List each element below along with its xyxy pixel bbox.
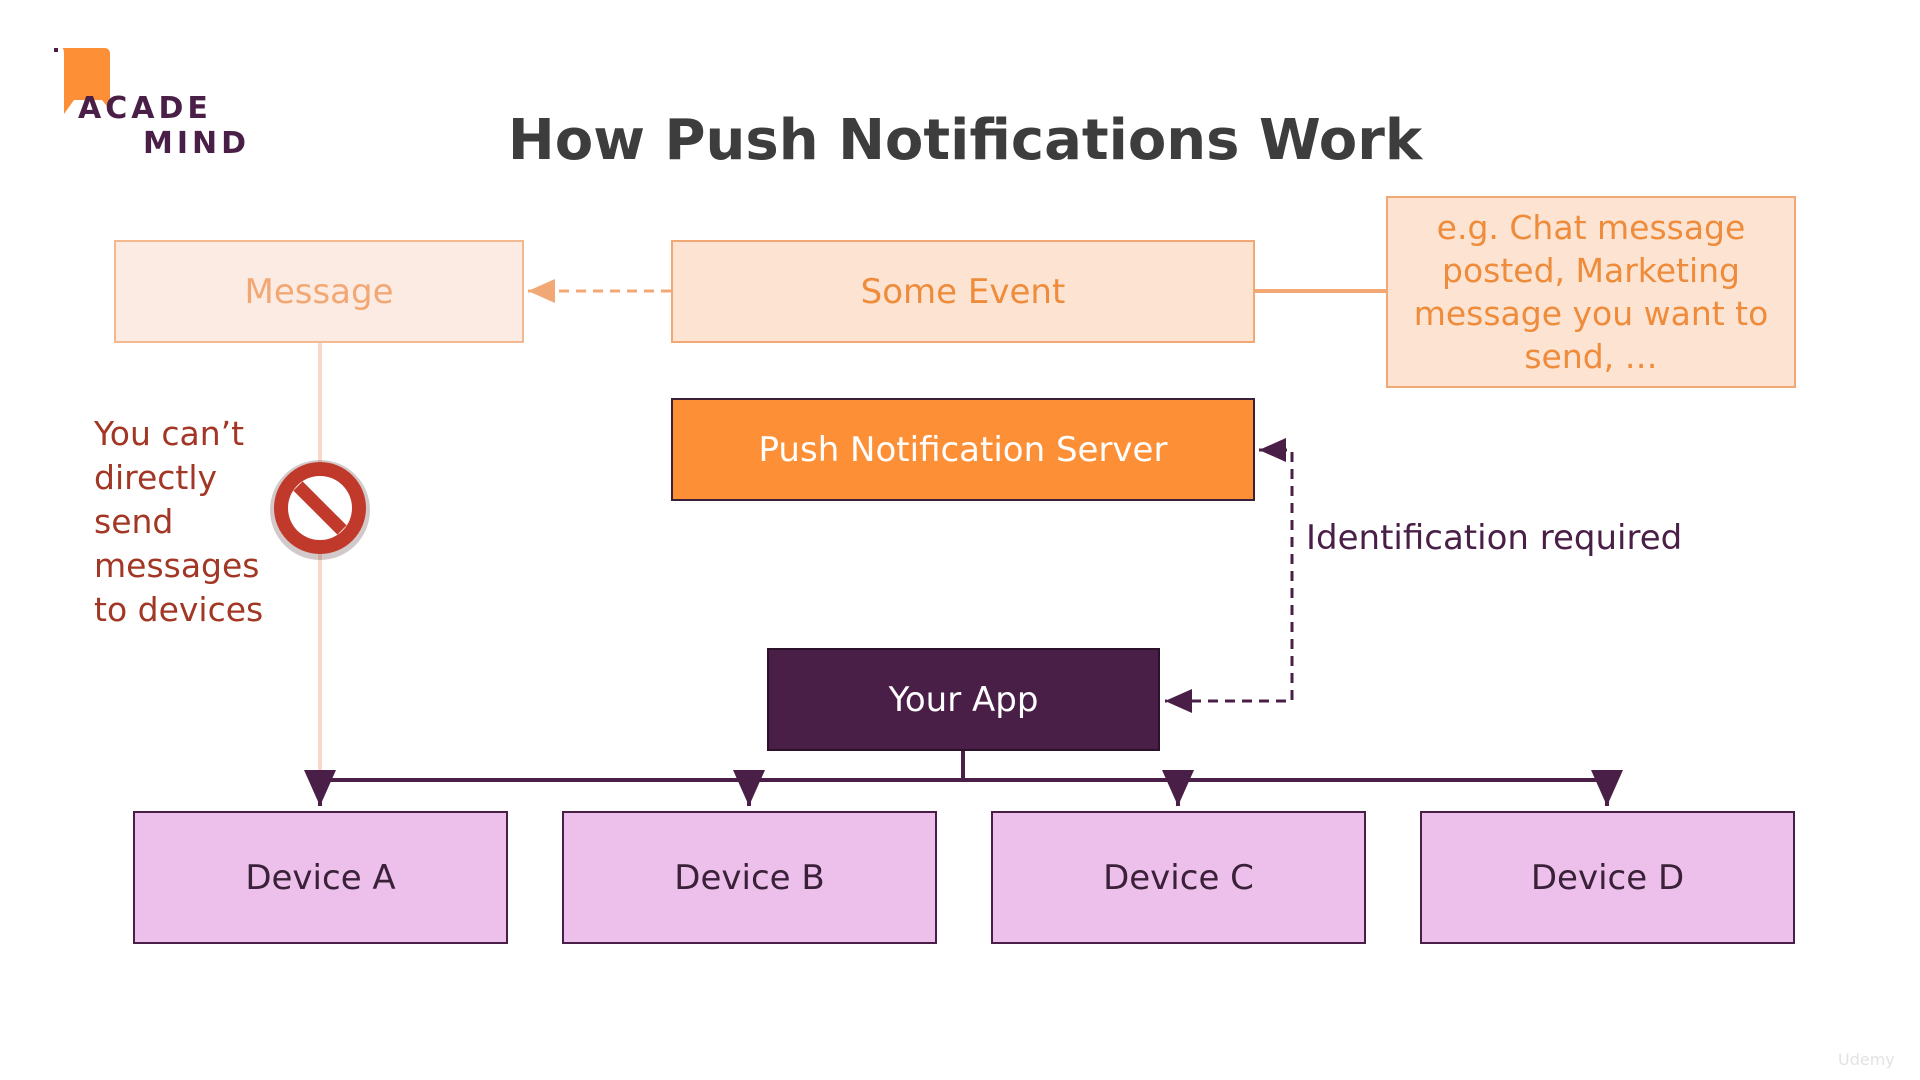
push-server-node: Push Notification Server [671, 398, 1255, 501]
device-a-node: Device A [133, 811, 508, 944]
no-entry-icon [268, 458, 372, 562]
message-node: Message [114, 240, 524, 343]
device-b-node: Device B [562, 811, 937, 944]
event-example-note: e.g. Chat message posted, Marketing mess… [1386, 196, 1796, 388]
logo-bookmark-icon [54, 48, 114, 120]
your-app-node: Your App [767, 648, 1160, 751]
device-c-node: Device C [991, 811, 1366, 944]
page-title: How Push Notifications Work [507, 108, 1423, 173]
watermark: Udemy [1838, 1050, 1895, 1069]
logo-text-line1: ACADE [78, 91, 212, 126]
device-d-node: Device D [1420, 811, 1795, 944]
identification-label: Identification required [1306, 518, 1683, 558]
some-event-node: Some Event [671, 240, 1255, 343]
warning-note: You can’t directly send messages to devi… [94, 414, 264, 629]
identification-loop [1165, 448, 1294, 713]
logo-text-line2: MIND [143, 126, 251, 161]
